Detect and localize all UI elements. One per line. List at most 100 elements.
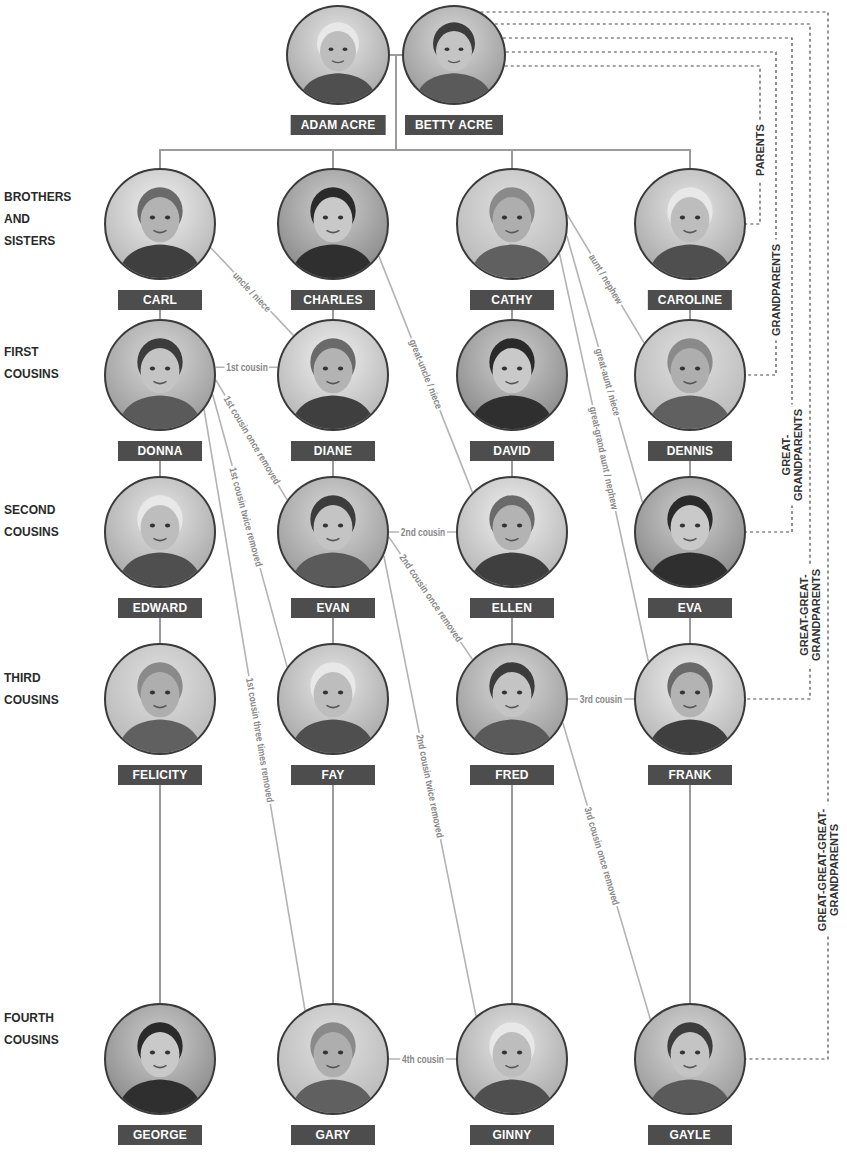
portrait-eye xyxy=(150,216,155,220)
portrait-eye xyxy=(695,524,700,528)
name-tag: CARL xyxy=(118,290,202,310)
name-tag: DIANE xyxy=(291,441,375,461)
person-node: EVA xyxy=(634,476,746,618)
generation-label: GREAT-GREAT-GREAT- GRANDPARENTS xyxy=(815,805,841,936)
relationship-label: 2nd cousin twice removed xyxy=(414,732,446,840)
portrait-head xyxy=(314,348,353,393)
family-line xyxy=(159,461,161,476)
relationship-label: great-uncle / niece xyxy=(406,336,445,412)
portrait-head xyxy=(141,505,180,550)
portrait-head xyxy=(314,672,353,717)
portrait-silhouette xyxy=(458,645,566,753)
portrait-mouth xyxy=(684,538,697,540)
portrait-head xyxy=(493,505,532,550)
family-line xyxy=(689,461,691,476)
portrait-head xyxy=(436,31,472,71)
relationship-label: 2nd cousin once removed xyxy=(396,551,465,646)
portrait-head xyxy=(493,197,532,242)
portrait-head xyxy=(314,1032,353,1077)
person-node: EDWARD xyxy=(104,476,216,618)
portrait-eye xyxy=(459,48,464,51)
relationship-label: 4th cousin xyxy=(400,1054,445,1065)
name-tag: GAYLE xyxy=(648,1125,732,1145)
portrait-silhouette xyxy=(106,170,214,278)
portrait-mouth xyxy=(327,230,340,232)
portrait-shoulders xyxy=(290,553,376,586)
person-node: FRANK xyxy=(634,643,746,785)
portrait-silhouette xyxy=(106,645,214,753)
portrait-mouth xyxy=(154,381,167,383)
portrait-shoulders xyxy=(647,396,733,429)
portrait-silhouette xyxy=(458,1005,566,1113)
portrait-head xyxy=(141,348,180,393)
portrait-eye xyxy=(680,691,685,695)
portrait-silhouette xyxy=(458,170,566,278)
portrait-eye xyxy=(150,367,155,371)
name-tag: FRED xyxy=(470,765,554,785)
portrait-silhouette xyxy=(279,321,387,429)
person-node: DENNIS xyxy=(634,319,746,461)
generation-label: THIRD COUSINS xyxy=(4,667,63,711)
portrait-mouth xyxy=(154,1065,167,1067)
relationship-label: 3rd cousin xyxy=(578,694,624,705)
portrait-mouth xyxy=(684,381,697,383)
portrait-eye xyxy=(695,1051,700,1055)
portrait-photo xyxy=(456,1003,568,1115)
portrait-silhouette xyxy=(106,1005,214,1113)
name-tag: FELICITY xyxy=(118,765,202,785)
portrait-eye xyxy=(323,1051,328,1055)
relationship-label: aunt / nephew xyxy=(586,250,626,307)
family-line xyxy=(159,310,161,319)
portrait-shoulders xyxy=(298,73,378,103)
portrait-silhouette xyxy=(106,321,214,429)
name-tag: GINNY xyxy=(470,1125,554,1145)
name-tag: DAVID xyxy=(470,441,554,461)
portrait-mouth xyxy=(684,705,697,707)
portrait-eye xyxy=(695,216,700,220)
portrait-photo xyxy=(277,643,389,755)
portrait-shoulders xyxy=(290,1080,376,1113)
portrait-head xyxy=(671,505,710,550)
relationship-label: 1st cousin three times removed xyxy=(243,675,275,804)
portrait-shoulders xyxy=(414,73,494,103)
portrait-silhouette xyxy=(279,170,387,278)
portrait-eye xyxy=(502,1051,507,1055)
generation-label: GREAT-GREAT- GRANDPARENTS xyxy=(797,565,823,666)
portrait-eye xyxy=(338,691,343,695)
portrait-shoulders xyxy=(469,1080,555,1113)
portrait-photo xyxy=(634,476,746,588)
relationship-line xyxy=(563,723,651,1020)
portrait-eye xyxy=(517,1051,522,1055)
portrait-mouth xyxy=(506,705,519,707)
portrait-shoulders xyxy=(117,553,203,586)
name-tag: CHARLES xyxy=(291,290,375,310)
portrait-mouth xyxy=(506,1065,519,1067)
family-line xyxy=(332,618,334,643)
portrait-silhouette xyxy=(279,1005,387,1113)
generation-label: PARENTS xyxy=(753,120,767,180)
portrait-eye xyxy=(150,691,155,695)
family-line xyxy=(511,310,513,319)
portrait-eye xyxy=(680,1051,685,1055)
name-tag: EDWARD xyxy=(118,598,202,618)
family-line xyxy=(511,461,513,476)
portrait-photo xyxy=(104,319,216,431)
portrait-photo xyxy=(456,319,568,431)
portrait-photo xyxy=(277,476,389,588)
portrait-silhouette xyxy=(636,645,744,753)
portrait-eye xyxy=(517,216,522,220)
portrait-eye xyxy=(165,524,170,528)
family-line xyxy=(332,461,334,476)
portrait-photo xyxy=(277,1003,389,1115)
portrait-mouth xyxy=(154,538,167,540)
portrait-shoulders xyxy=(469,396,555,429)
portrait-photo xyxy=(277,319,389,431)
portrait-eye xyxy=(695,367,700,371)
portrait-eye xyxy=(517,367,522,371)
portrait-head xyxy=(141,197,180,242)
portrait-head xyxy=(141,672,180,717)
person-node: FELICITY xyxy=(104,643,216,785)
family-line xyxy=(689,785,691,1003)
portrait-shoulders xyxy=(117,245,203,278)
